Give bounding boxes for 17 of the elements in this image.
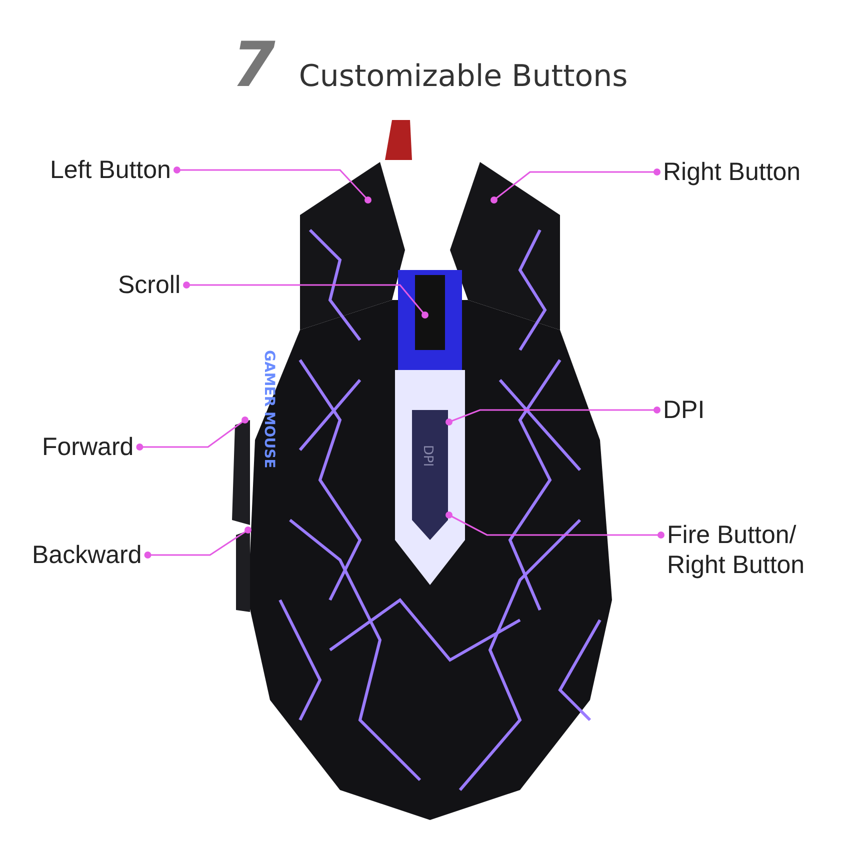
leader-line <box>490 168 660 204</box>
callout-label: Right Button <box>663 157 833 187</box>
leader-line <box>173 166 372 204</box>
title: 7 Customizable Buttons <box>231 28 629 101</box>
callout-label: DPI <box>663 395 723 425</box>
leader-line <box>183 282 428 318</box>
callout-label: Backward <box>32 540 164 570</box>
leader-line <box>136 416 248 450</box>
callout-label: Left Button <box>50 155 200 185</box>
leader-line <box>446 512 664 538</box>
leader-line <box>446 406 660 426</box>
printed-text: GAMER MOUSE <box>261 350 277 468</box>
leader-line <box>144 526 252 558</box>
callout-label: Fire Button/ Right Button <box>667 520 847 580</box>
callout-label: Scroll <box>118 270 198 300</box>
button: DPI <box>412 410 448 540</box>
callout-label: Forward <box>42 432 152 462</box>
